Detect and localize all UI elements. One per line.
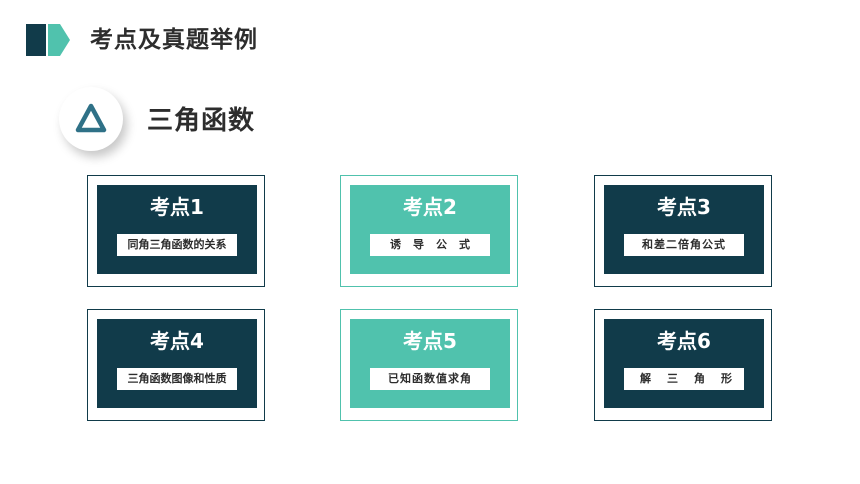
topic-card-title: 考点4 <box>150 329 204 353</box>
topic-card-2[interactable]: 考点2 诱导公式 <box>340 175 518 287</box>
topic-card-panel: 考点4 三角函数图像和性质 <box>97 319 257 408</box>
topic-card-label: 同角三角函数的关系 <box>117 234 237 256</box>
section-badge <box>59 87 123 151</box>
section-title: 三角函数 <box>147 106 256 136</box>
topic-card-panel: 考点3 和差二倍角公式 <box>604 185 764 274</box>
page-title: 考点及真题举例 <box>90 27 258 53</box>
topic-card-panel: 考点5 已知函数值求角 <box>350 319 510 408</box>
topic-card-label: 和差二倍角公式 <box>624 234 744 256</box>
topic-card-panel: 考点2 诱导公式 <box>350 185 510 274</box>
topic-card-label: 诱导公式 <box>370 234 490 256</box>
topic-card-title: 考点3 <box>657 195 711 219</box>
triangle-icon <box>75 103 107 133</box>
topic-card-title: 考点5 <box>403 329 457 353</box>
topic-card-1[interactable]: 考点1 同角三角函数的关系 <box>87 175 265 287</box>
topic-card-4[interactable]: 考点4 三角函数图像和性质 <box>87 309 265 421</box>
topic-card-6[interactable]: 考点6 解三角形 <box>594 309 772 421</box>
chevron-arrow-icon <box>26 24 70 56</box>
topic-card-panel: 考点6 解三角形 <box>604 319 764 408</box>
topic-card-label: 三角函数图像和性质 <box>117 368 237 390</box>
topic-card-title: 考点6 <box>657 329 711 353</box>
topic-card-label: 已知函数值求角 <box>370 368 490 390</box>
topic-card-3[interactable]: 考点3 和差二倍角公式 <box>594 175 772 287</box>
topic-card-5[interactable]: 考点5 已知函数值求角 <box>340 309 518 421</box>
topic-card-title: 考点2 <box>403 195 457 219</box>
topic-card-title: 考点1 <box>150 195 204 219</box>
topic-card-label: 解三角形 <box>624 368 744 390</box>
topic-card-panel: 考点1 同角三角函数的关系 <box>97 185 257 274</box>
